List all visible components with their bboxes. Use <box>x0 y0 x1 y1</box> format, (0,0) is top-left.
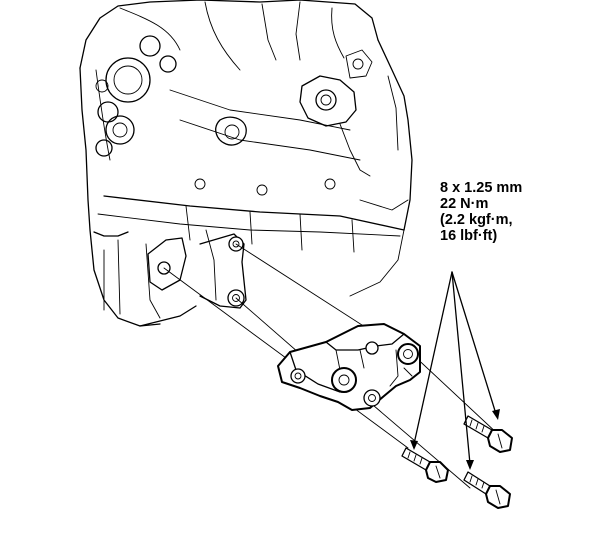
block-mount-bosses <box>147 233 247 309</box>
bolt-left <box>401 447 449 483</box>
bolt-middle <box>463 415 513 453</box>
bolt-bottom <box>463 471 511 509</box>
torque-nm-text: 22 N·m <box>440 196 489 212</box>
torque-leader-lines <box>410 271 500 470</box>
bolt-size-text: 8 x 1.25 mm <box>440 180 523 196</box>
torque-kgfm-text: (2.2 kgf·m, <box>440 212 513 228</box>
torque-spec-label: 8 x 1.25 mm 22 N·m (2.2 kgf·m, 16 lbf·ft… <box>440 180 600 244</box>
engine-block <box>79 0 413 327</box>
torque-lbfft-text: 16 lbf·ft) <box>440 228 498 244</box>
mounting-bracket <box>277 323 421 411</box>
